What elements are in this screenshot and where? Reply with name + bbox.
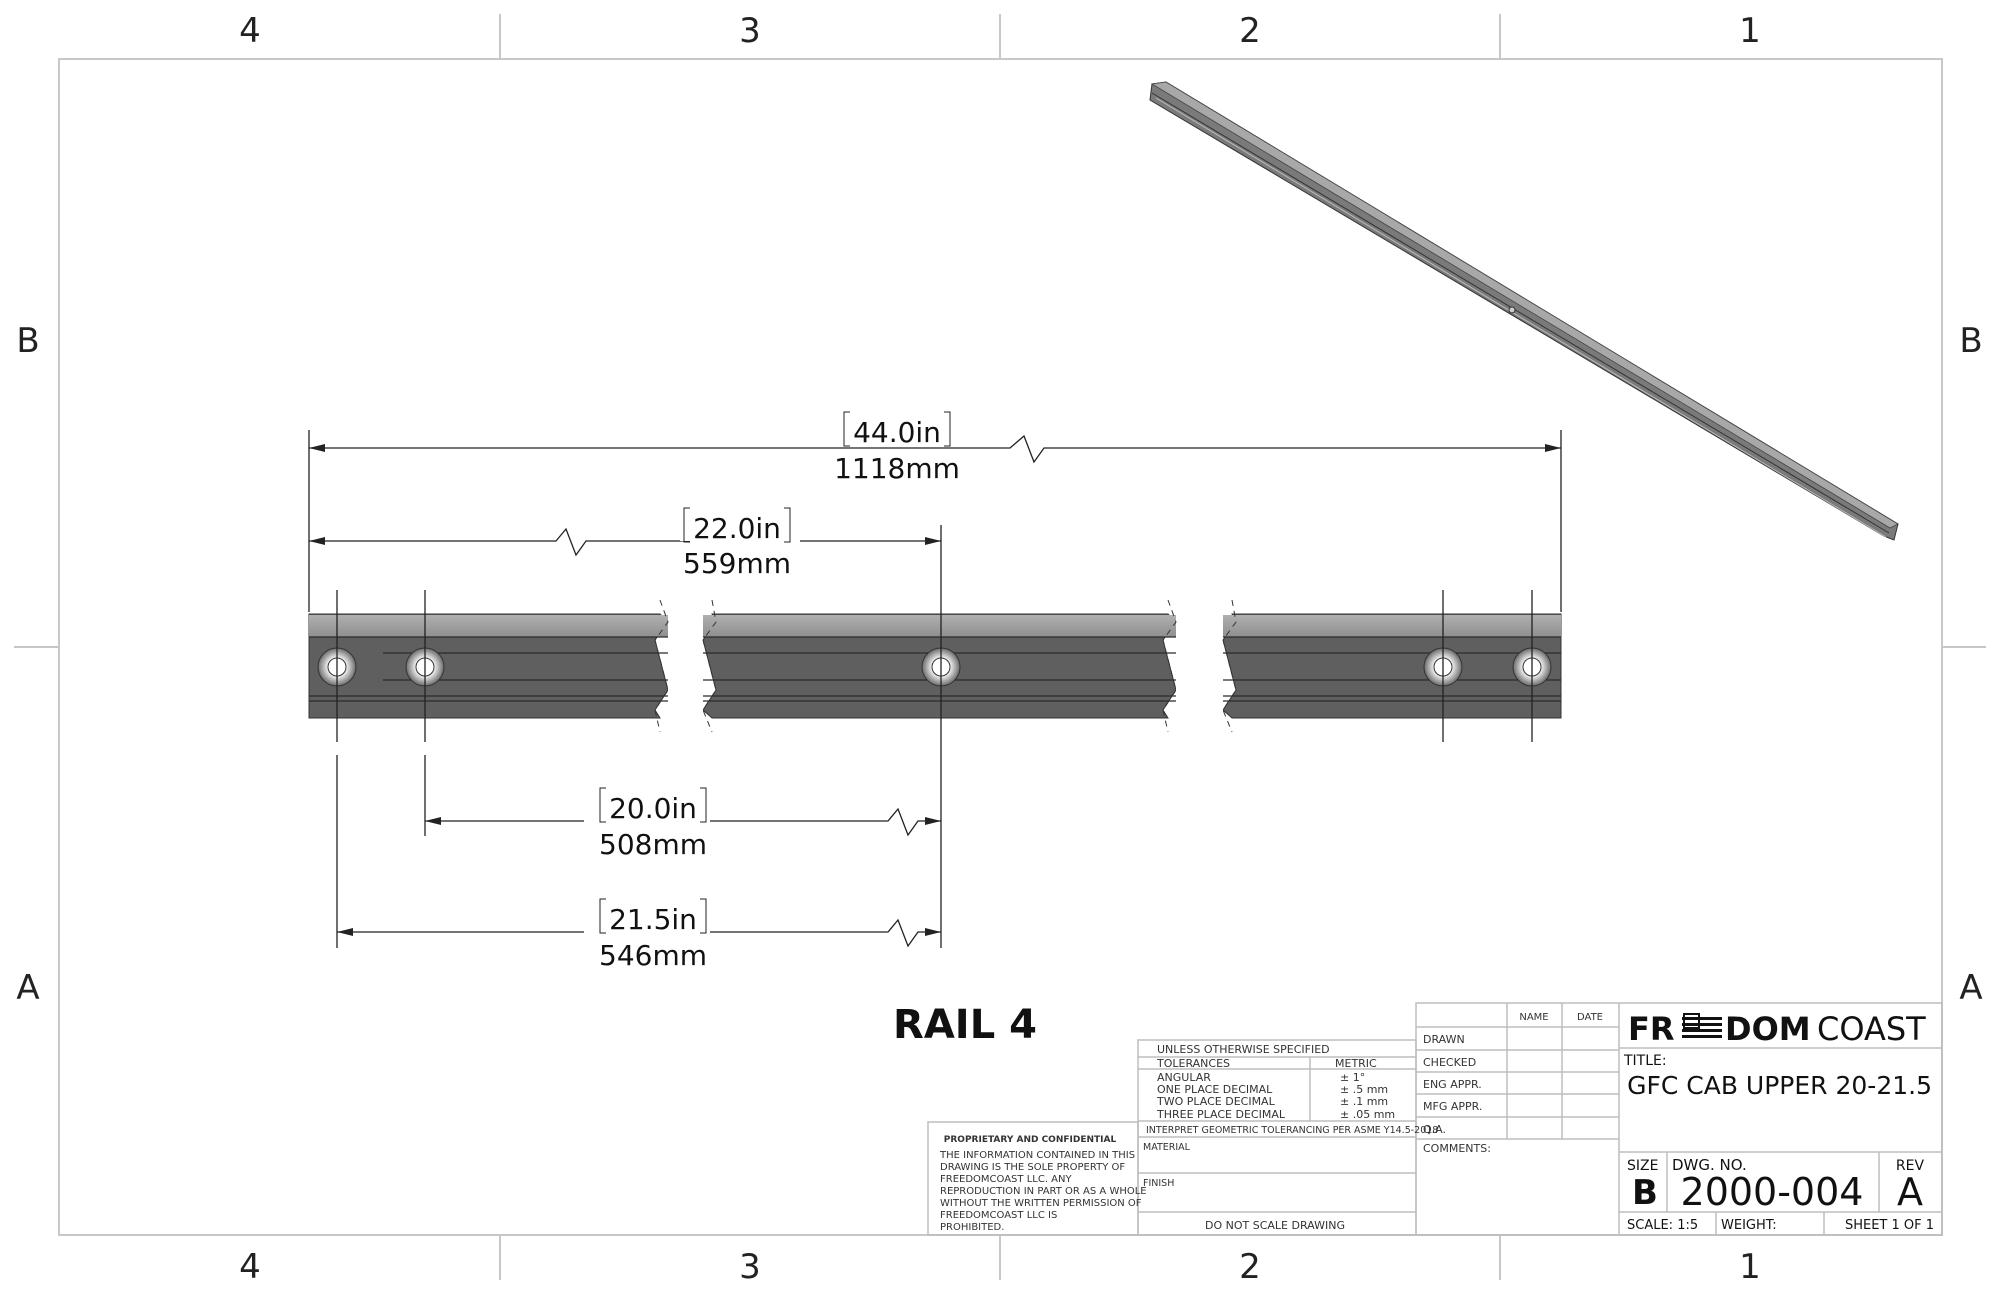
svg-text:TITLE:: TITLE: bbox=[1623, 1053, 1667, 1069]
svg-text:ONE PLACE DECIMAL: ONE PLACE DECIMAL bbox=[1157, 1083, 1273, 1096]
zone-labels: 4 3 2 1 4 3 2 1 B B A A bbox=[16, 11, 1982, 1287]
company-logo: FR DOM COAST bbox=[1628, 1010, 1926, 1048]
zone-col-label: 1 bbox=[1739, 11, 1761, 51]
svg-text:REV: REV bbox=[1896, 1158, 1925, 1174]
rail-isometric-view bbox=[1149, 81, 1899, 541]
svg-text:± 1°: ± 1° bbox=[1340, 1071, 1365, 1084]
svg-text:1118mm: 1118mm bbox=[834, 452, 960, 485]
flag-logo-icon bbox=[1682, 1013, 1722, 1038]
svg-text:DATE: DATE bbox=[1577, 1012, 1603, 1023]
svg-text:ANGULAR: ANGULAR bbox=[1157, 1071, 1211, 1084]
svg-text:CHECKED: CHECKED bbox=[1423, 1056, 1476, 1069]
sheet-size: B bbox=[1632, 1173, 1658, 1213]
dim-overall-length: 44.0in 1118mm bbox=[834, 408, 960, 485]
svg-text:± .1 mm: ± .1 mm bbox=[1340, 1095, 1388, 1108]
svg-text:ENG APPR.: ENG APPR. bbox=[1423, 1078, 1482, 1091]
svg-text:DRAWN: DRAWN bbox=[1423, 1033, 1465, 1046]
dim-center-hole: 22.0in 559mm bbox=[680, 505, 800, 580]
svg-text:MFG APPR.: MFG APPR. bbox=[1423, 1100, 1482, 1113]
svg-text:MATERIAL: MATERIAL bbox=[1143, 1142, 1191, 1153]
svg-text:THREE PLACE DECIMAL: THREE PLACE DECIMAL bbox=[1156, 1108, 1286, 1121]
svg-text:REPRODUCTION IN PART OR AS A W: REPRODUCTION IN PART OR AS A WHOLE bbox=[940, 1186, 1147, 1197]
svg-text:FREEDOMCOAST LLC. ANY: FREEDOMCOAST LLC. ANY bbox=[940, 1174, 1072, 1185]
zone-row-label: B bbox=[1959, 321, 1982, 361]
svg-text:TWO PLACE DECIMAL: TWO PLACE DECIMAL bbox=[1156, 1095, 1276, 1108]
svg-text:WEIGHT:: WEIGHT: bbox=[1721, 1218, 1777, 1233]
svg-text:± .05 mm: ± .05 mm bbox=[1340, 1108, 1395, 1121]
svg-text:± .5 mm: ± .5 mm bbox=[1340, 1083, 1388, 1096]
svg-text:SIZE: SIZE bbox=[1627, 1158, 1658, 1174]
dimension-labels: 44.0in 1118mm 22.0in 559mm 20.0in 508mm … bbox=[599, 408, 960, 972]
dim-inner-hole: 20.0in 508mm bbox=[599, 787, 707, 861]
svg-text:PROHIBITED.: PROHIBITED. bbox=[940, 1222, 1004, 1233]
svg-text:FR: FR bbox=[1628, 1010, 1675, 1048]
svg-text:546mm: 546mm bbox=[599, 939, 707, 972]
zone-row-label: A bbox=[16, 968, 39, 1008]
svg-text:22.0in: 22.0in bbox=[693, 512, 781, 545]
svg-text:TOLERANCES: TOLERANCES bbox=[1156, 1057, 1230, 1070]
svg-text:21.5in: 21.5in bbox=[609, 903, 697, 936]
dimension-lines bbox=[308, 430, 1562, 948]
zone-col-label: 3 bbox=[739, 11, 761, 51]
title-block-grid bbox=[927, 1002, 1943, 1236]
dim-outer-hole: 21.5in 546mm bbox=[599, 898, 707, 972]
revision: A bbox=[1897, 1170, 1923, 1214]
svg-text:20.0in: 20.0in bbox=[609, 792, 697, 825]
zone-dividers bbox=[14, 14, 1986, 1280]
signoff-table: NAME DATE DRAWN CHECKED ENG APPR. MFG AP… bbox=[1423, 1012, 1603, 1155]
svg-text:DO NOT SCALE DRAWING: DO NOT SCALE DRAWING bbox=[1205, 1219, 1345, 1232]
zone-col-label: 2 bbox=[1239, 1247, 1261, 1287]
svg-text:UNLESS OTHERWISE SPECIFIED: UNLESS OTHERWISE SPECIFIED bbox=[1157, 1043, 1330, 1056]
svg-text:FINISH: FINISH bbox=[1143, 1178, 1174, 1189]
svg-text:DWG. NO.: DWG. NO. bbox=[1672, 1156, 1747, 1174]
svg-text:NAME: NAME bbox=[1519, 1012, 1548, 1023]
svg-text:SHEET 1 OF 1: SHEET 1 OF 1 bbox=[1845, 1218, 1934, 1233]
svg-text:44.0in: 44.0in bbox=[853, 416, 941, 449]
svg-text:PROPRIETARY AND CONFIDENTIAL: PROPRIETARY AND CONFIDENTIAL bbox=[944, 1135, 1117, 1145]
svg-text:DRAWING IS THE SOLE PROPERTY O: DRAWING IS THE SOLE PROPERTY OF bbox=[940, 1162, 1125, 1173]
view-label: RAIL 4 bbox=[893, 1002, 1037, 1048]
zone-col-label: 1 bbox=[1739, 1247, 1761, 1287]
svg-text:FREEDOMCOAST LLC IS: FREEDOMCOAST LLC IS bbox=[940, 1210, 1057, 1221]
svg-text:WITHOUT THE WRITTEN PERMISSION: WITHOUT THE WRITTEN PERMISSION OF bbox=[940, 1198, 1142, 1209]
svg-text:508mm: 508mm bbox=[599, 828, 707, 861]
zone-col-label: 4 bbox=[239, 11, 261, 51]
title-block: TITLE: GFC CAB UPPER 20-21.5 SIZE B DWG.… bbox=[1623, 1053, 1934, 1233]
drawing-number: 2000-004 bbox=[1681, 1170, 1864, 1214]
drawing-title: GFC CAB UPPER 20-21.5 bbox=[1627, 1071, 1932, 1100]
svg-text:COMMENTS:: COMMENTS: bbox=[1423, 1142, 1491, 1155]
svg-text:SCALE: 1:5: SCALE: 1:5 bbox=[1627, 1218, 1698, 1233]
svg-text:METRIC: METRIC bbox=[1335, 1057, 1377, 1070]
svg-text:COAST: COAST bbox=[1817, 1010, 1926, 1048]
svg-text:Q.A.: Q.A. bbox=[1423, 1123, 1446, 1136]
svg-text:INTERPRET GEOMETRIC TOLERANCIN: INTERPRET GEOMETRIC TOLERANCING PER ASME… bbox=[1146, 1125, 1438, 1136]
svg-text:DOM: DOM bbox=[1725, 1010, 1811, 1048]
proprietary-notice: PROPRIETARY AND CONFIDENTIAL THE INFORMA… bbox=[939, 1135, 1147, 1233]
zone-col-label: 4 bbox=[239, 1247, 261, 1287]
zone-row-label: A bbox=[1959, 968, 1982, 1008]
rail-front-view bbox=[308, 599, 1562, 733]
zone-col-label: 3 bbox=[739, 1247, 761, 1287]
zone-row-label: B bbox=[16, 321, 39, 361]
tolerance-block: UNLESS OTHERWISE SPECIFIED TOLERANCES ME… bbox=[1143, 1043, 1438, 1232]
zone-col-label: 2 bbox=[1239, 11, 1261, 51]
svg-text:THE INFORMATION CONTAINED IN T: THE INFORMATION CONTAINED IN THIS bbox=[939, 1150, 1135, 1161]
svg-text:559mm: 559mm bbox=[683, 547, 791, 580]
